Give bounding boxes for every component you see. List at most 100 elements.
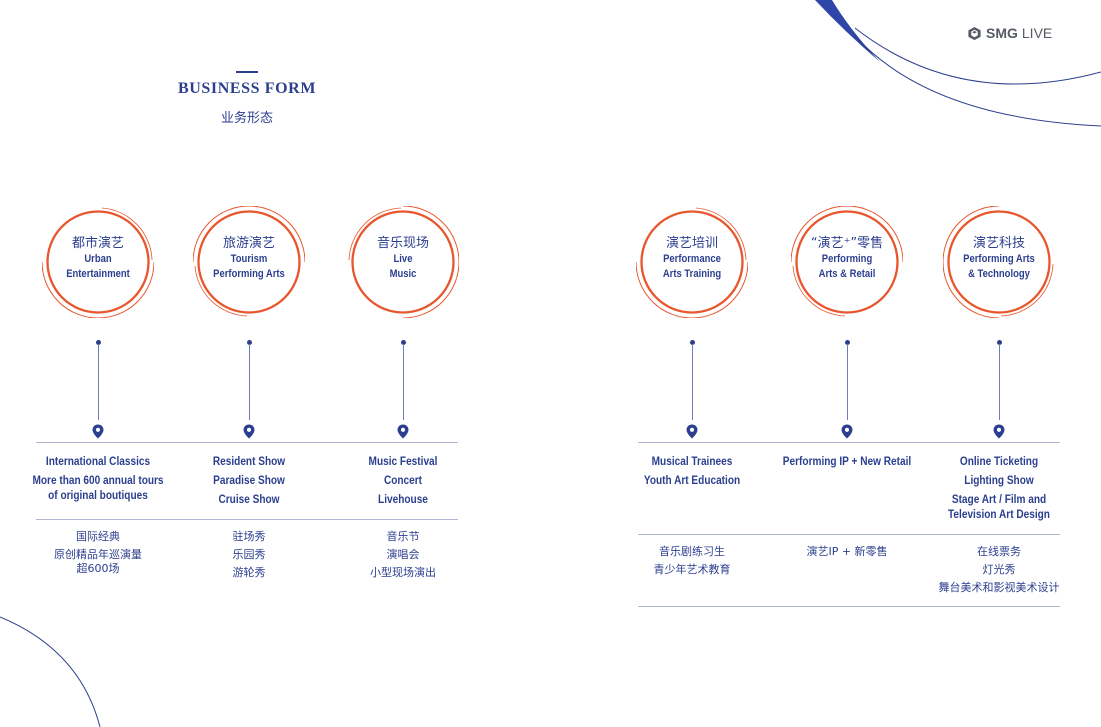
divider-upper (638, 442, 1060, 443)
category-title-zh: 音乐现场 (376, 236, 429, 251)
connector-dot (689, 340, 695, 345)
divider-lower (36, 519, 458, 520)
category-title-zh: 旅游演艺 (222, 236, 275, 251)
divider-bottom (638, 606, 1060, 607)
detail-item-zh: 青少年艺术教育 (653, 563, 731, 576)
category-title-en: Performing Arts (213, 268, 285, 280)
detail-item-zh: 音乐节 (386, 530, 420, 543)
circle-label: “演艺⁺”零售 Performing Arts & Retail (767, 236, 927, 282)
detail-item-zh: 超600场 (76, 562, 120, 575)
category-title-zh: 都市演艺 (71, 236, 124, 251)
category-title-zh: 演艺培训 (665, 236, 718, 251)
ring-badge (791, 206, 903, 317)
connector-line (403, 344, 404, 420)
details-en: Online Ticketing Lighting Show Stage Art… (919, 454, 1079, 522)
detail-item-en: of original boutiques (48, 488, 148, 502)
details-zh: 演艺IP + 新零售 (767, 543, 927, 561)
category-title-en: Performing Arts (963, 253, 1035, 265)
location-pin-icon (397, 424, 409, 439)
connector-dot (95, 340, 101, 345)
details-en: Resident Show Paradise Show Cruise Show (169, 454, 329, 507)
details-zh: 音乐剧练习生 青少年艺术教育 (612, 543, 772, 579)
page-subtitle: 业务形态 (220, 111, 273, 126)
bottom-left-arc (0, 616, 101, 727)
connector-line (249, 344, 250, 420)
ring-badge (636, 207, 748, 318)
detail-item-zh: 音乐剧练习生 (659, 545, 725, 558)
cube-logo-icon (968, 26, 981, 40)
detail-item-zh: 在线票务 (977, 545, 1021, 558)
location-pin-icon (92, 424, 104, 439)
connector-dot (844, 340, 850, 345)
ring-badge (943, 206, 1054, 318)
detail-item-en: Stage Art / Film and (951, 492, 1047, 506)
detail-item-zh: 舞台美术和影视美术设计 (938, 581, 1060, 594)
connector-line (692, 344, 693, 420)
connector-dot (996, 340, 1002, 345)
circle-label: 演艺科技 Performing Arts & Technology (919, 236, 1079, 282)
connector-line (98, 344, 99, 420)
category-title-en: Performing (821, 253, 873, 265)
connector-dot (246, 340, 252, 345)
detail-item-en: International Classics (45, 454, 151, 468)
connector-dot (400, 340, 406, 345)
detail-item-zh: 演艺IP + 新零售 (806, 545, 888, 558)
detail-item-en: Television Art Design (948, 507, 1050, 521)
circle-label: 旅游演艺 Tourism Performing Arts (169, 236, 329, 282)
category-title-en: Music (389, 268, 417, 280)
details-zh: 在线票务 灯光秀 舞台美术和影视美术设计 (919, 543, 1079, 597)
detail-item-zh: 原创精品年巡演量 (54, 548, 142, 561)
detail-item-en: Livehouse (378, 492, 428, 506)
details-en: Performing IP + New Retail (767, 454, 927, 469)
detail-item-en: Paradise Show (213, 473, 285, 487)
category-title-en: Performance (663, 253, 721, 265)
category-title-en: Tourism (230, 253, 268, 265)
brand-word: LIVE (1021, 25, 1053, 41)
circle-label: 音乐现场 Live Music (323, 236, 483, 282)
title-accent-bar (236, 71, 258, 73)
detail-item-en: Resident Show (212, 454, 286, 468)
detail-item-en: More than 600 annual tours (32, 473, 164, 487)
corner-arc-lower (854, 35, 1101, 127)
details-zh: 驻场秀 乐园秀 游轮秀 (169, 528, 329, 582)
ring-badge (193, 206, 305, 317)
detail-item-zh: 演唱会 (386, 548, 420, 561)
detail-item-en: Cruise Show (218, 492, 280, 506)
ring-badge (42, 207, 154, 318)
connector-line (999, 344, 1000, 420)
detail-item-en: Lighting Show (964, 473, 1034, 487)
detail-item-zh: 乐园秀 (232, 548, 266, 561)
category-title-en: Arts & Retail (818, 268, 876, 280)
location-pin-icon (993, 424, 1005, 439)
circle-label: 都市演艺 Urban Entertainment (18, 236, 178, 282)
detail-item-zh: 游轮秀 (232, 566, 266, 579)
category-title-en: Live (393, 253, 413, 265)
details-en: Music Festival Concert Livehouse (323, 454, 483, 507)
brand-mark: SMG (986, 25, 1018, 41)
category-title-en: Entertainment (66, 268, 130, 280)
location-pin-icon (841, 424, 853, 439)
category-title-en: & Technology (968, 268, 1030, 280)
category-title-en: Urban (84, 253, 112, 265)
location-pin-icon (686, 424, 698, 439)
category-title-zh: “演艺⁺”零售 (810, 236, 884, 251)
page-title: BUSINESS FORM (177, 80, 317, 97)
detail-item-en: Music Festival (368, 454, 438, 468)
divider-upper (36, 442, 458, 443)
detail-item-zh: 驻场秀 (232, 530, 266, 543)
details-en: International Classics More than 600 ann… (18, 454, 178, 503)
location-pin-icon (243, 424, 255, 439)
category-title-zh: 演艺科技 (972, 236, 1025, 251)
detail-item-zh: 灯光秀 (982, 563, 1016, 576)
detail-item-en: Musical Trainees (651, 454, 733, 468)
detail-item-en: Online Ticketing (959, 454, 1039, 468)
details-zh: 国际经典 原创精品年巡演量 超600场 (18, 528, 178, 578)
details-zh: 音乐节 演唱会 小型现场演出 (323, 528, 483, 582)
details-en: Musical Trainees Youth Art Education (612, 454, 772, 488)
circle-label: 演艺培训 Performance Arts Training (612, 236, 772, 282)
connector-line (847, 344, 848, 420)
corner-arc-upper (854, 27, 1101, 85)
ring-badge (348, 206, 459, 318)
